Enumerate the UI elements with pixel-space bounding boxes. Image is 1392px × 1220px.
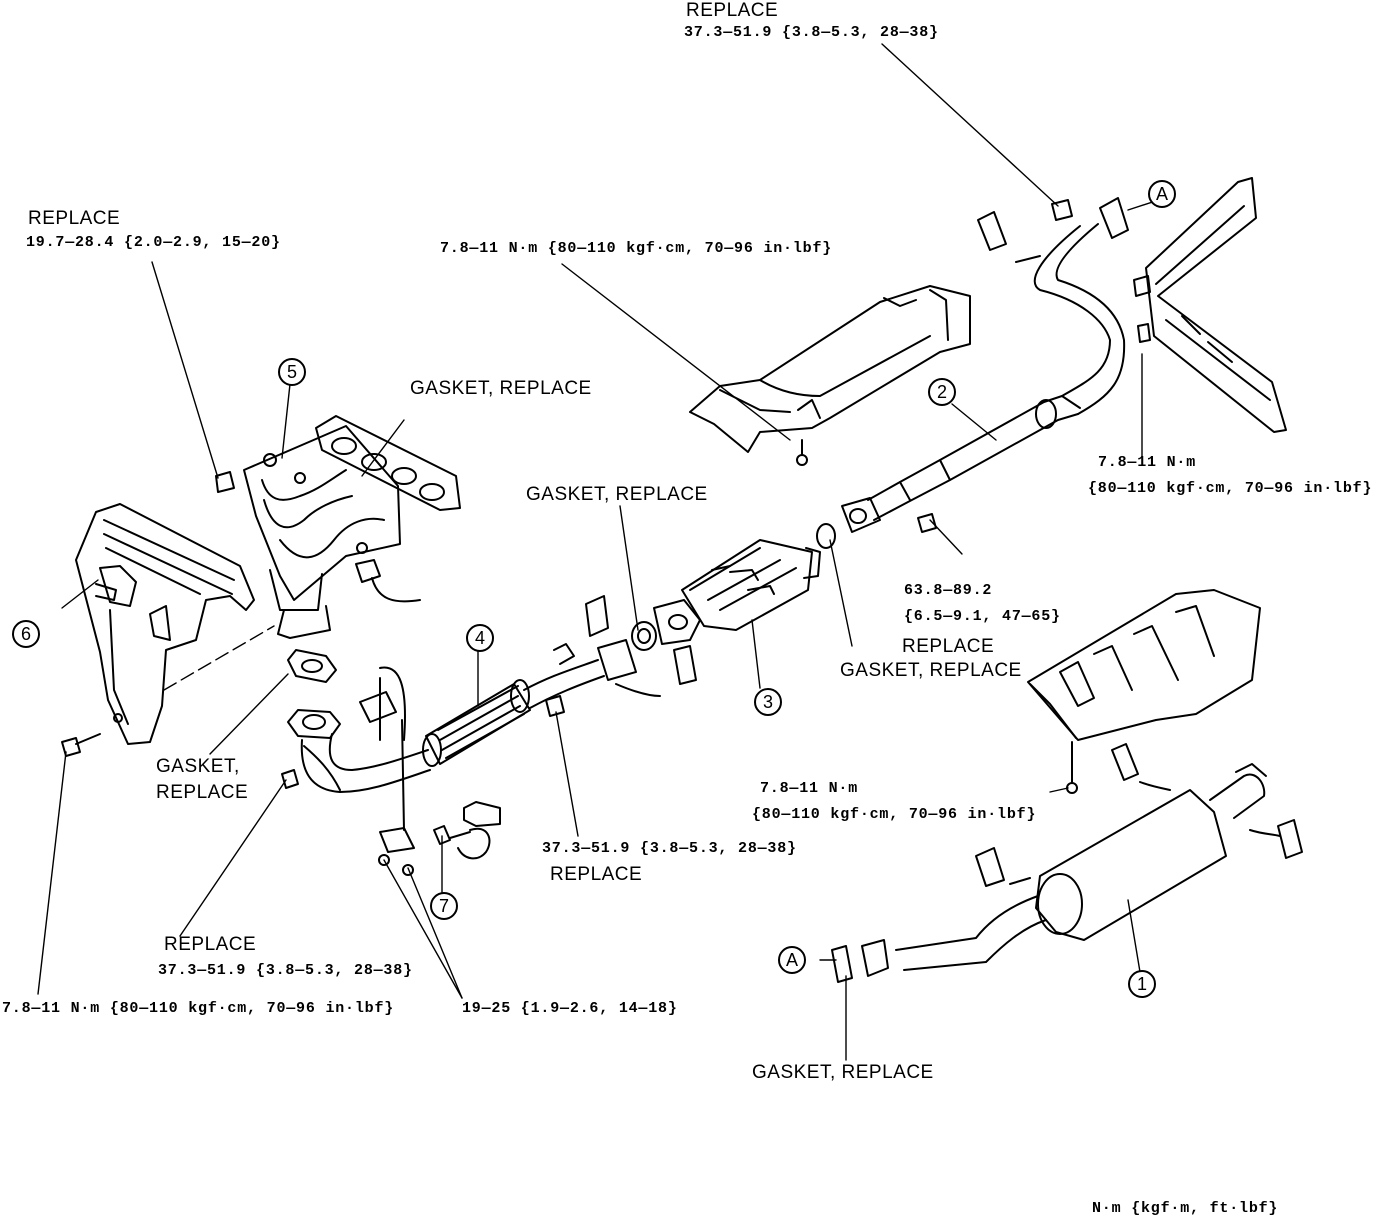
leader-lines bbox=[37, 43, 1175, 1061]
manifold-gasket bbox=[316, 416, 460, 510]
callout-1: 1 bbox=[1128, 970, 1156, 998]
callout-5: 5 bbox=[278, 358, 306, 386]
label-torque-bottom-far-left: 7.8—11 N·m {80—110 kgf·cm, 70—96 in·lbf} bbox=[2, 1000, 395, 1017]
label-torque-muffler-1: 7.8—11 N·m bbox=[760, 780, 859, 797]
callout-3: 3 bbox=[754, 688, 782, 716]
middle-pipe bbox=[868, 198, 1128, 532]
callout-4: 4 bbox=[466, 624, 494, 652]
callout-a-top: A bbox=[1148, 180, 1176, 208]
oxygen-sensor bbox=[434, 802, 500, 858]
label-torque-o2: 19—25 {1.9—2.6, 14—18} bbox=[462, 1000, 678, 1017]
manifold-heat-insulator bbox=[62, 504, 254, 756]
callout-7: 7 bbox=[430, 892, 458, 920]
label-torque-muffler-2: {80—110 kgf·cm, 70—96 in·lbf} bbox=[752, 806, 1037, 823]
label-torque-center-top: 7.8—11 N·m {80—110 kgf·cm, 70—96 in·lbf} bbox=[440, 240, 833, 257]
label-gasket-center: GASKET, REPLACE bbox=[526, 484, 708, 505]
label-torque-right-1: 7.8—11 N·m bbox=[1098, 454, 1197, 471]
label-gasket-manifold: GASKET, REPLACE bbox=[410, 378, 592, 399]
exhaust-manifold bbox=[216, 426, 420, 638]
label-gasket-lower-left-1: GASKET, bbox=[156, 756, 240, 777]
label-replace-bottom-left: REPLACE bbox=[164, 934, 257, 955]
front-pipe bbox=[282, 668, 430, 875]
label-gasket-lower-left-2: REPLACE bbox=[156, 782, 249, 803]
callout-2: 2 bbox=[928, 378, 956, 406]
label-torque-top: 37.3—51.9 {3.8—5.3, 28—38} bbox=[684, 24, 939, 41]
front-pipe-gasket bbox=[288, 650, 340, 738]
label-replace-left: REPLACE bbox=[28, 208, 121, 229]
main-muffler bbox=[832, 744, 1302, 982]
label-torque-bottom-left: 37.3—51.9 {3.8—5.3, 28—38} bbox=[158, 962, 413, 979]
callout-a-bottom: A bbox=[778, 946, 806, 974]
label-replace-flex: REPLACE bbox=[550, 864, 643, 885]
label-replace-top: REPLACE bbox=[686, 0, 779, 21]
label-gasket-cat: GASKET, REPLACE bbox=[840, 660, 1022, 681]
catalytic-converter bbox=[654, 498, 880, 644]
label-replace-cat: REPLACE bbox=[902, 636, 995, 657]
label-units: N·m {kgf·m, ft·lbf} bbox=[1092, 1200, 1279, 1217]
label-torque-cat-1: 63.8—89.2 bbox=[904, 582, 993, 599]
label-torque-cat-2: {6.5—9.1, 47—65} bbox=[904, 608, 1061, 625]
label-torque-right-2: {80—110 kgf·cm, 70—96 in·lbf} bbox=[1088, 480, 1373, 497]
flexible-pipe bbox=[423, 640, 636, 766]
callout-6: 6 bbox=[12, 620, 40, 648]
label-torque-flex: 37.3—51.9 {3.8—5.3, 28—38} bbox=[542, 840, 797, 857]
label-gasket-muffler: GASKET, REPLACE bbox=[752, 1062, 934, 1083]
muffler-heat-insulator bbox=[1028, 590, 1260, 793]
middle-pipe-heat-insulator bbox=[690, 286, 970, 465]
label-torque-left: 19.7—28.4 {2.0—2.9, 15—20} bbox=[26, 234, 281, 251]
center-gasket-and-hanger bbox=[586, 596, 696, 696]
rear-bracket bbox=[1134, 178, 1286, 432]
